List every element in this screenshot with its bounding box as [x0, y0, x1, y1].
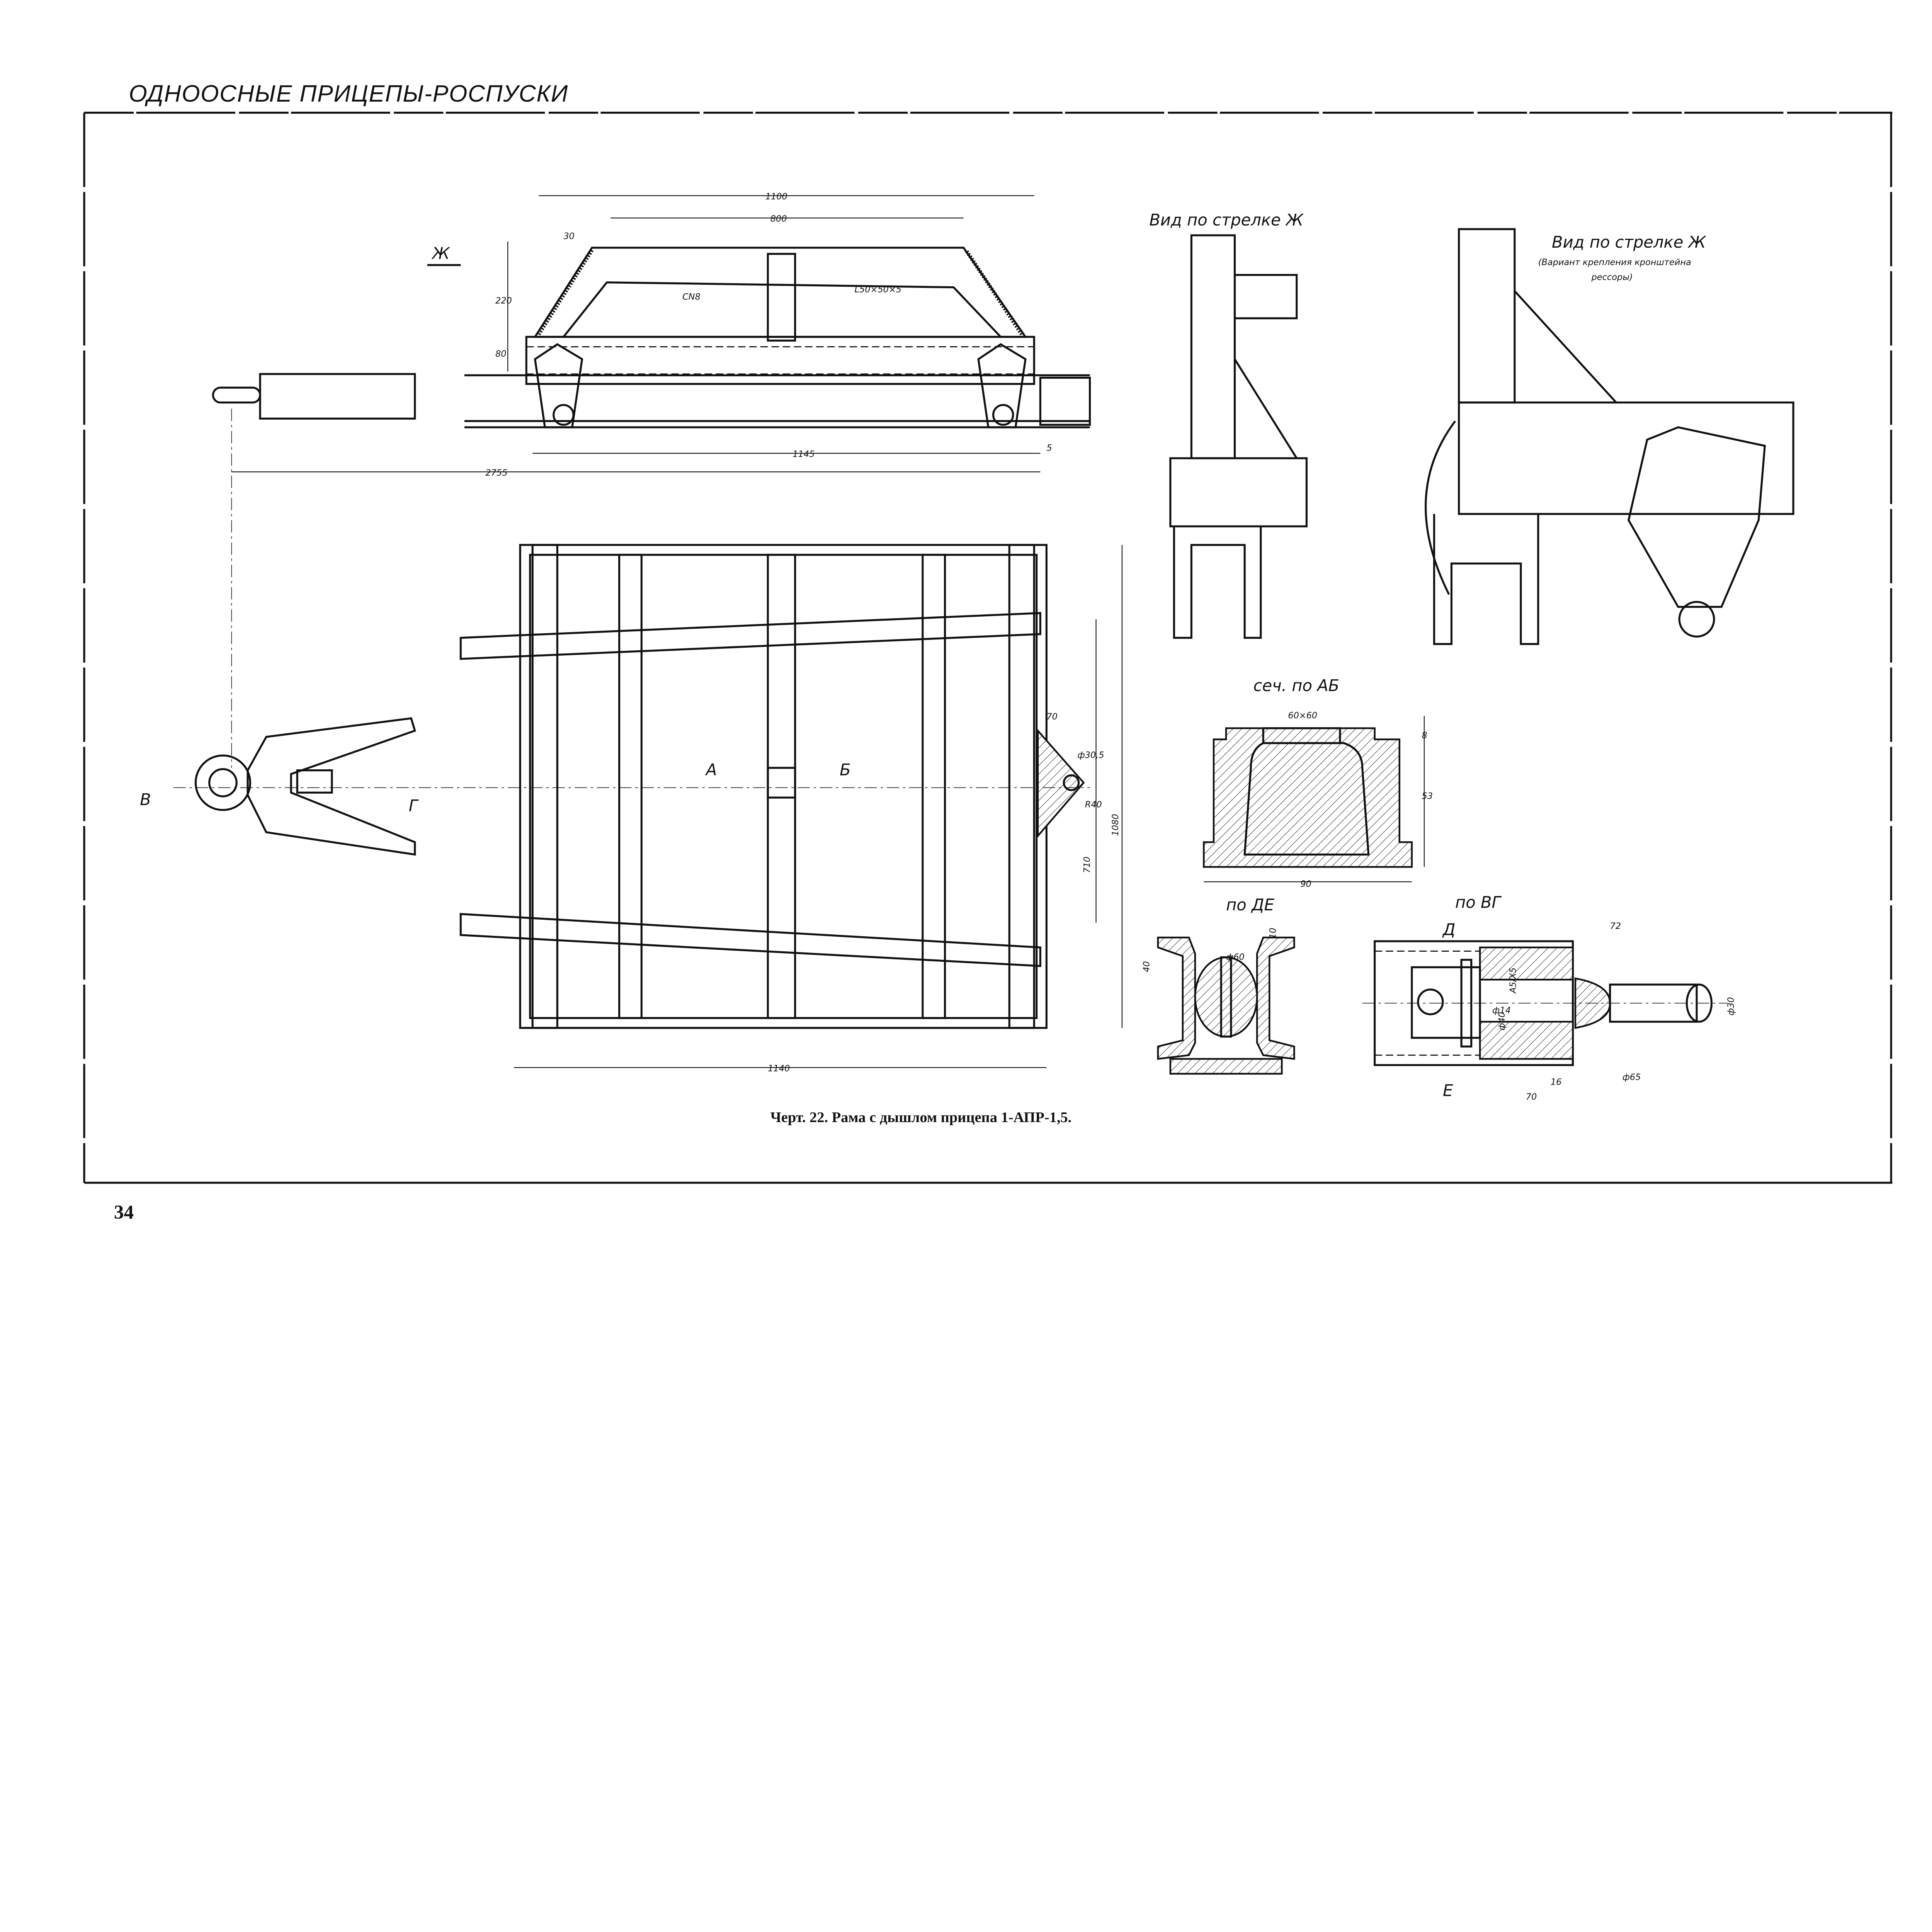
dim-53: 53 [1422, 791, 1433, 801]
dim-r40: R40 [1085, 800, 1102, 810]
dim-14: ф14 [1492, 1005, 1511, 1015]
label-angle-profile: L50×50×5 [855, 284, 901, 294]
section-mark-v: В [140, 790, 151, 809]
view-arrow-label: Ж [431, 244, 451, 263]
dim-fit-class: A5/X5 [1508, 968, 1518, 994]
view-zh-2-subtitle-2: рессоры) [1591, 272, 1633, 282]
dim-2755: 2755 [485, 468, 507, 478]
dim-30: ф30 [1726, 997, 1736, 1016]
view-zh-2: Вид по стрелке Ж (Вариант крепления крон… [1425, 228, 1794, 645]
dim-40-fit: ф40 [1497, 1012, 1507, 1031]
view-zh-1: Вид по стрелке Ж [1149, 210, 1308, 639]
figure-caption: Черт. 22. Рама с дышлом прицепа 1-АПР-1,… [770, 1109, 1072, 1126]
dim-70-vg: 70 [1526, 1092, 1537, 1102]
dim-16: 16 [1551, 1077, 1562, 1087]
section-mark-e: Е [1443, 1081, 1453, 1100]
section-mark-b: Б [840, 760, 851, 779]
dim-1145: 1145 [793, 449, 815, 459]
section-mark-a: А [705, 760, 717, 779]
dim-90: 90 [1300, 879, 1311, 889]
dim-60: ф60 [1226, 952, 1245, 962]
dim-65: ф65 [1622, 1072, 1641, 1082]
dim-220: 220 [495, 296, 512, 306]
section-mark-g: Г [409, 796, 419, 815]
view-zh-1-title: Вид по стрелке Ж [1149, 210, 1304, 229]
dim-800: 800 [770, 214, 787, 224]
section-de-title: по ДЕ [1226, 895, 1275, 914]
dim-70: 70 [1046, 712, 1058, 722]
drawbar-side [259, 373, 416, 420]
view-zh-2-title: Вид по стрелке Ж [1552, 233, 1707, 252]
dim-1140: 1140 [768, 1063, 790, 1073]
plan-view: 70 ф30,5 R40 710 1080 1140 А Б В Г [140, 544, 1122, 1073]
running-title: ОДНООСНЫЕ ПРИЦЕПЫ-РОСПУСКИ [129, 80, 568, 107]
section-vg: по ВГ Д Е 72 ф30 ф65 16 70 ф40 A5/X5 ф14 [1362, 893, 1736, 1102]
dim-30: 30 [563, 231, 575, 242]
dim-72: 72 [1610, 921, 1621, 931]
dim-1100: 1100 [765, 192, 787, 202]
section-de: по ДЕ 40 10 ф60 [1141, 895, 1295, 1075]
section-ab: сеч. по АБ 60×60 8 53 90 [1203, 676, 1433, 889]
page-border [83, 112, 1893, 1184]
dim-40: 40 [1141, 961, 1151, 972]
dim-710: 710 [1082, 857, 1092, 873]
dim-80: 80 [495, 349, 507, 359]
dim-1080: 1080 [1111, 814, 1121, 836]
section-mark-d: Д [1442, 920, 1456, 939]
dim-10: 10 [1268, 928, 1278, 939]
page-number: 34 [114, 1201, 134, 1223]
side-view: 1100 800 30 220 80 1145 5 2755 CN8 L50×5… [212, 192, 1091, 768]
section-ab-title: сеч. по АБ [1253, 676, 1340, 695]
drawing-page: ОДНООСНЫЕ ПРИЦЕПЫ-РОСПУСКИ 34 Черт. 22. … [83, 80, 1893, 1223]
label-channel-profile: CN8 [682, 292, 701, 302]
dim-hole-30-5: ф30,5 [1077, 750, 1104, 760]
dim-5: 5 [1046, 443, 1052, 453]
dim-60x60: 60×60 [1288, 711, 1317, 721]
section-vg-title: по ВГ [1455, 893, 1502, 912]
view-zh-2-subtitle-1: (Вариант крепления кронштейна [1538, 257, 1691, 267]
